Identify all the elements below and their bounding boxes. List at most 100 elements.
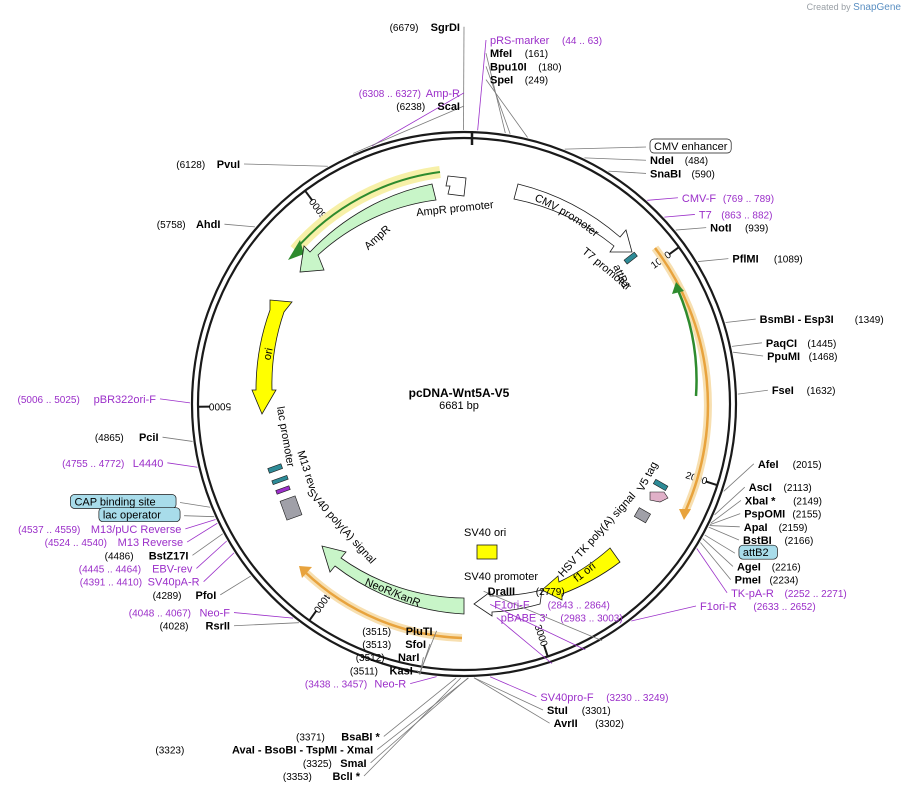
tick-mark bbox=[543, 644, 549, 657]
leader-line bbox=[708, 526, 740, 541]
site-position: (1468) bbox=[809, 352, 838, 363]
lac-region-features bbox=[267, 463, 303, 521]
site-position: (2166) bbox=[784, 536, 813, 547]
site-name: BsmBI - Esp3I bbox=[760, 314, 834, 326]
enzyme-site-label: ApaI(2159) bbox=[744, 522, 808, 534]
plasmid-length: 6681 bp bbox=[439, 400, 479, 412]
site-position: (1445) bbox=[807, 339, 836, 350]
f1-ori-arrow bbox=[541, 547, 621, 601]
leader-line bbox=[224, 223, 255, 228]
site-position: (2149) bbox=[793, 496, 822, 507]
leader-line bbox=[184, 515, 215, 518]
tick-mark bbox=[668, 246, 680, 256]
site-position: (1089) bbox=[774, 255, 803, 266]
site-name: KasI bbox=[390, 665, 413, 677]
site-position: (4028) bbox=[160, 622, 189, 633]
site-name: RsrII bbox=[206, 621, 230, 633]
site-position: (2779) bbox=[536, 587, 565, 598]
site-name: L4440 bbox=[133, 458, 164, 470]
snapgene-logo: SnapGene bbox=[853, 2, 901, 13]
site-name: XbaI * bbox=[745, 495, 776, 507]
site-position: (2843 .. 2864) bbox=[548, 600, 610, 611]
leader-line bbox=[243, 163, 328, 167]
enzyme-site-label: PflMI(1089) bbox=[732, 254, 802, 266]
leader-line bbox=[485, 66, 511, 135]
primer-label: M13/pUC Reverse(4537 .. 4559) bbox=[18, 524, 181, 536]
site-name: BclI * bbox=[332, 771, 360, 783]
leader-line bbox=[179, 502, 211, 508]
enzyme-site-label: BclI *(3353) bbox=[283, 771, 361, 783]
wnt5a-arc bbox=[672, 282, 698, 397]
site-name: EBV-rev bbox=[152, 563, 193, 575]
site-name: pBABE 3' bbox=[501, 613, 548, 625]
site-name: SV40pro-F bbox=[540, 692, 593, 704]
site-position: (939) bbox=[745, 224, 768, 235]
site-name: T7 bbox=[699, 209, 712, 221]
leader-line bbox=[723, 463, 755, 492]
leader-line bbox=[483, 590, 603, 642]
feature-box bbox=[738, 544, 778, 560]
site-position: (2633 .. 2652) bbox=[753, 602, 815, 613]
feature-box-label: attB2 bbox=[738, 544, 778, 560]
site-position: (4391 .. 4410) bbox=[80, 578, 142, 589]
enzyme-site-label: PspOMI(2155) bbox=[744, 509, 821, 521]
enzyme-site-label: PfoI(4289) bbox=[153, 590, 217, 602]
site-name: CMV-F bbox=[682, 193, 717, 205]
enzyme-site-label: StuI(3301) bbox=[547, 705, 611, 717]
primer-label: Neo-R(3438 .. 3457) bbox=[305, 679, 406, 691]
site-position: (161) bbox=[525, 49, 548, 60]
leader-line bbox=[186, 522, 218, 543]
leader-line bbox=[608, 170, 647, 174]
enzyme-site-label: FseI(1632) bbox=[772, 385, 836, 397]
plasmid-name: pcDNA-Wnt5A-V5 bbox=[409, 386, 510, 400]
enzyme-site-label: BsmBI - Esp3I(1349) bbox=[760, 314, 884, 326]
site-name: SgrDI bbox=[431, 22, 460, 34]
leader-line bbox=[220, 575, 251, 596]
leader-line bbox=[162, 436, 193, 442]
leader-line bbox=[714, 486, 746, 516]
misc-feature-right bbox=[633, 507, 651, 524]
leader-lines bbox=[159, 26, 768, 777]
leader-line bbox=[167, 462, 198, 468]
enzyme-site-label: SpeI(249) bbox=[490, 75, 548, 87]
primer-label: T7(863 .. 882) bbox=[699, 209, 773, 221]
site-name: Bpu10I bbox=[490, 61, 527, 73]
site-name: Neo-R bbox=[374, 679, 406, 691]
feature-box-text: lac operator bbox=[103, 510, 161, 522]
site-position: (3515) bbox=[362, 627, 391, 638]
site-name: PpuMI bbox=[767, 351, 800, 363]
site-position: (3325) bbox=[303, 759, 332, 770]
site-name: Neo-F bbox=[199, 608, 230, 620]
site-name: AvrII bbox=[554, 718, 578, 730]
leader-line bbox=[185, 519, 216, 530]
tag-feature bbox=[649, 491, 669, 503]
leader-line bbox=[725, 318, 756, 323]
site-position: (6308 .. 6327) bbox=[359, 89, 421, 100]
site-position: (4486) bbox=[105, 551, 134, 562]
enzyme-site-label: AgeI(2216) bbox=[737, 561, 801, 573]
site-name: NdeI bbox=[650, 155, 674, 167]
site-name: F1ori-F bbox=[494, 599, 530, 611]
primer-label: Neo-F(4048 .. 4067) bbox=[129, 608, 231, 620]
leader-line bbox=[733, 351, 764, 357]
leader-line bbox=[410, 676, 437, 684]
site-position: (3230 .. 3249) bbox=[606, 693, 668, 704]
site-position: (3371) bbox=[296, 732, 325, 743]
enzyme-site-label: PmeI(2234) bbox=[735, 575, 799, 587]
primer-label: L4440(4755 .. 4772) bbox=[62, 458, 163, 470]
enzyme-site-label: BstBI(2166) bbox=[743, 535, 813, 547]
site-name: PciI bbox=[139, 432, 159, 444]
site-name: StuI bbox=[547, 705, 568, 717]
enzyme-site-label: NotI(939) bbox=[710, 223, 768, 235]
primer-label: Amp-R(6308 .. 6327) bbox=[359, 88, 460, 100]
leader-line bbox=[463, 26, 465, 131]
leader-line bbox=[709, 513, 741, 526]
leader-line bbox=[352, 105, 465, 154]
enzyme-site-label: AfeI(2015) bbox=[758, 459, 822, 471]
leader-line bbox=[383, 677, 457, 737]
leader-line bbox=[489, 676, 537, 698]
site-position: (180) bbox=[538, 62, 561, 73]
feature-box bbox=[98, 507, 181, 523]
site-position: (3302) bbox=[595, 719, 624, 730]
